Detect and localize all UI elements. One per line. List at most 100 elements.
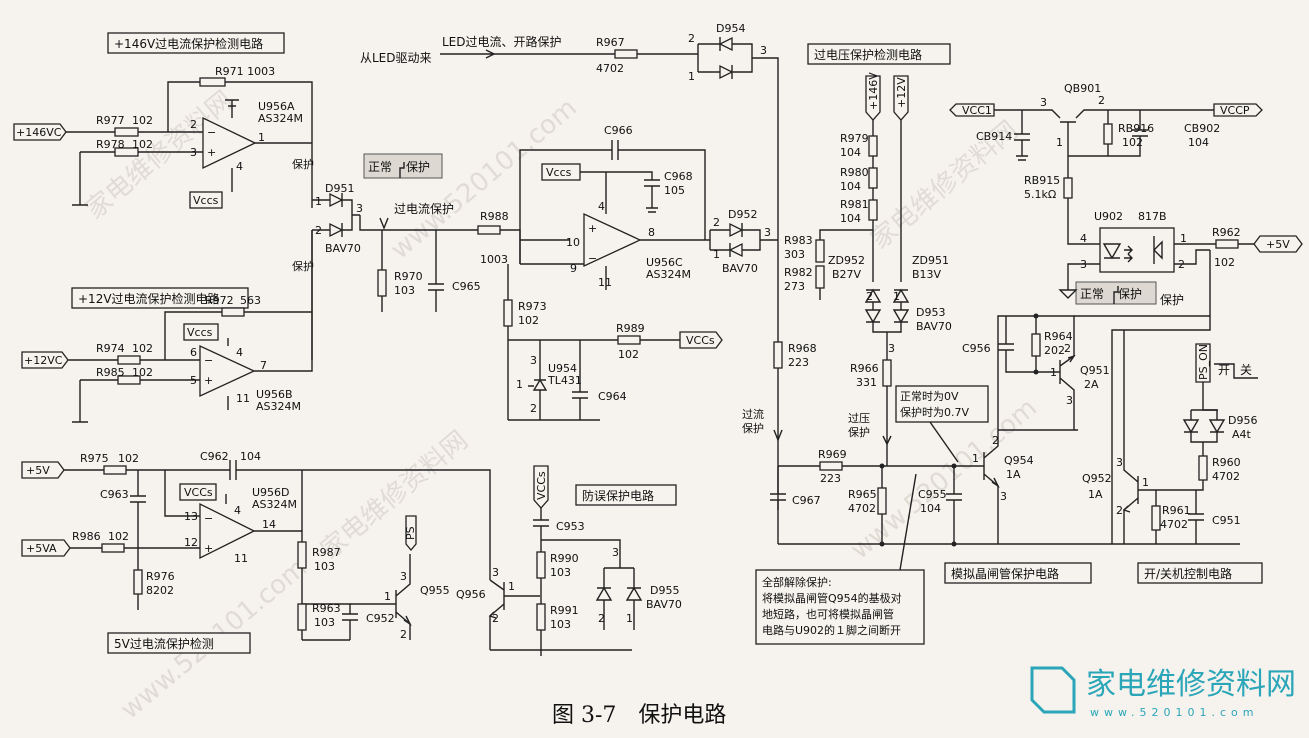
label-r961: R961	[1162, 504, 1191, 517]
label-r985: R985	[96, 366, 125, 379]
label-rb916: RB916	[1118, 122, 1154, 135]
net-12v: +12V	[895, 77, 908, 108]
label-r979: R979	[840, 132, 869, 145]
label-release-title: 全部解除保护:	[762, 575, 832, 589]
value-r979: 104	[840, 146, 861, 159]
title-anti-false: 防误保护电路	[582, 488, 654, 503]
svg-text:3: 3	[1066, 394, 1073, 407]
label-q954: Q954	[1004, 454, 1034, 467]
value-r986: 102	[108, 530, 129, 543]
label-r976: R976	[146, 570, 175, 583]
net-vcc1: VCC1	[962, 104, 992, 117]
figure-caption: 图 3-7 保护电路	[552, 703, 726, 728]
svg-text:1: 1	[1056, 136, 1063, 149]
label-release-line-2: 地短路，也可将模拟晶闸管	[762, 607, 894, 621]
value-r983: 303	[784, 248, 805, 261]
value-rb916: 102	[1122, 136, 1143, 149]
svg-text:1: 1	[1142, 476, 1149, 489]
label-r983: R983	[784, 234, 813, 247]
svg-text:2: 2	[713, 216, 720, 229]
value-r991: 103	[550, 618, 571, 631]
svg-text:−: −	[588, 252, 597, 265]
type-u956c: AS324M	[646, 268, 691, 281]
value-d956: A4t	[1232, 428, 1252, 441]
label-r960: R960	[1212, 456, 1241, 469]
type-u956b: AS324M	[256, 400, 301, 413]
label-u956c: U956C	[646, 256, 683, 269]
label-release-line-3: 电路与U902的１脚之间断开	[762, 623, 901, 637]
label-overflow: 过流	[742, 407, 764, 421]
section-anti-false: Q956 312 VCCs C953 R990 103 R991 103 D95…	[456, 465, 682, 656]
svg-text:9: 9	[570, 262, 577, 275]
svg-text:−: −	[204, 512, 213, 525]
title-5v: 5V过电流保护检测	[114, 636, 214, 651]
svg-text:3: 3	[190, 146, 197, 159]
label-protect-box-b: 保护	[1118, 287, 1142, 301]
svg-text:1: 1	[713, 248, 720, 261]
type-u902: 817B	[1138, 210, 1167, 223]
label-u956a: U956A	[258, 100, 295, 113]
svg-text:13: 13	[184, 510, 198, 523]
svg-text:7: 7	[260, 359, 267, 372]
value-r973: 102	[518, 314, 539, 327]
value-r976: 8202	[146, 584, 174, 597]
type-u954: TL431	[547, 374, 582, 387]
svg-text:2: 2	[1098, 94, 1105, 107]
svg-text:2: 2	[315, 224, 322, 237]
svg-text:2: 2	[866, 290, 873, 303]
logo-url: www.520101.com	[1090, 706, 1258, 719]
svg-text:3: 3	[400, 570, 407, 583]
net-5va: +5VA	[26, 542, 57, 555]
net-vccs-a: Vccs	[193, 194, 219, 207]
label-protect-a: 保护	[292, 157, 314, 171]
label-c968: C968	[664, 170, 693, 183]
value-q954: 1A	[1006, 468, 1021, 481]
label-r981: R981	[840, 198, 869, 211]
svg-text:3: 3	[1116, 456, 1123, 469]
label-led-protect: LED过电流、开路保护	[442, 34, 562, 49]
net-vccp: VCCP	[1220, 104, 1250, 117]
type-u956a: AS324M	[258, 112, 303, 125]
title-146v: +146V过电流保护检测电路	[114, 36, 263, 51]
net-146v: +146V	[867, 72, 880, 110]
overflow-path: R968 223 过流 保护 R969 223 C967 R965 4702 C…	[742, 341, 1240, 547]
label-c956: C956	[962, 342, 991, 355]
svg-text:1: 1	[1050, 366, 1057, 379]
svg-text:4: 4	[1080, 232, 1087, 245]
value-r985: 102	[132, 366, 153, 379]
value-r966: 331	[856, 376, 877, 389]
label-u954: U954	[548, 362, 577, 375]
value-r980: 104	[840, 180, 861, 193]
section-146v: +146VC R977 102 R978 102 −+ 23 14 U956A …	[13, 65, 314, 209]
value-r970: 103	[394, 284, 415, 297]
label-c962: C962	[200, 450, 229, 463]
value-r962: 102	[1214, 256, 1235, 269]
svg-text:−: −	[207, 126, 216, 139]
svg-text:14: 14	[262, 518, 276, 531]
value-r972: 563	[240, 294, 261, 307]
logo-text: 家电维修资料网	[1086, 667, 1296, 702]
value-q951: 2A	[1084, 378, 1099, 391]
svg-text:1: 1	[384, 590, 391, 603]
value-cb902: 104	[1188, 136, 1209, 149]
value-rb915: 5.1kΩ	[1024, 188, 1056, 201]
label-normal-a: 正常	[368, 160, 392, 174]
svg-text:12: 12	[184, 536, 198, 549]
svg-text:1: 1	[315, 195, 322, 208]
net-vccs-b: Vccs	[187, 326, 213, 339]
label-r987: R987	[312, 546, 341, 559]
label-q955: Q955	[420, 584, 450, 597]
net-vccs-c: Vccs	[546, 166, 572, 179]
type-d951: BAV70	[325, 242, 361, 255]
release-note: 全部解除保护: 将模拟晶闸管Q954的基极对 地短路，也可将模拟晶闸管 电路与U…	[755, 473, 925, 645]
svg-text:+: +	[204, 374, 213, 387]
label-c955: C955	[918, 488, 947, 501]
label-r986: R986	[72, 530, 101, 543]
label-r974: R974	[96, 342, 125, 355]
label-r968: R968	[788, 342, 817, 355]
label-r973: R973	[518, 300, 547, 313]
label-protect-07v: 保护时为0.7V	[900, 405, 969, 419]
net-ps: PS	[404, 526, 417, 540]
label-release-line-1: 将模拟晶闸管Q954的基极对	[762, 591, 902, 605]
